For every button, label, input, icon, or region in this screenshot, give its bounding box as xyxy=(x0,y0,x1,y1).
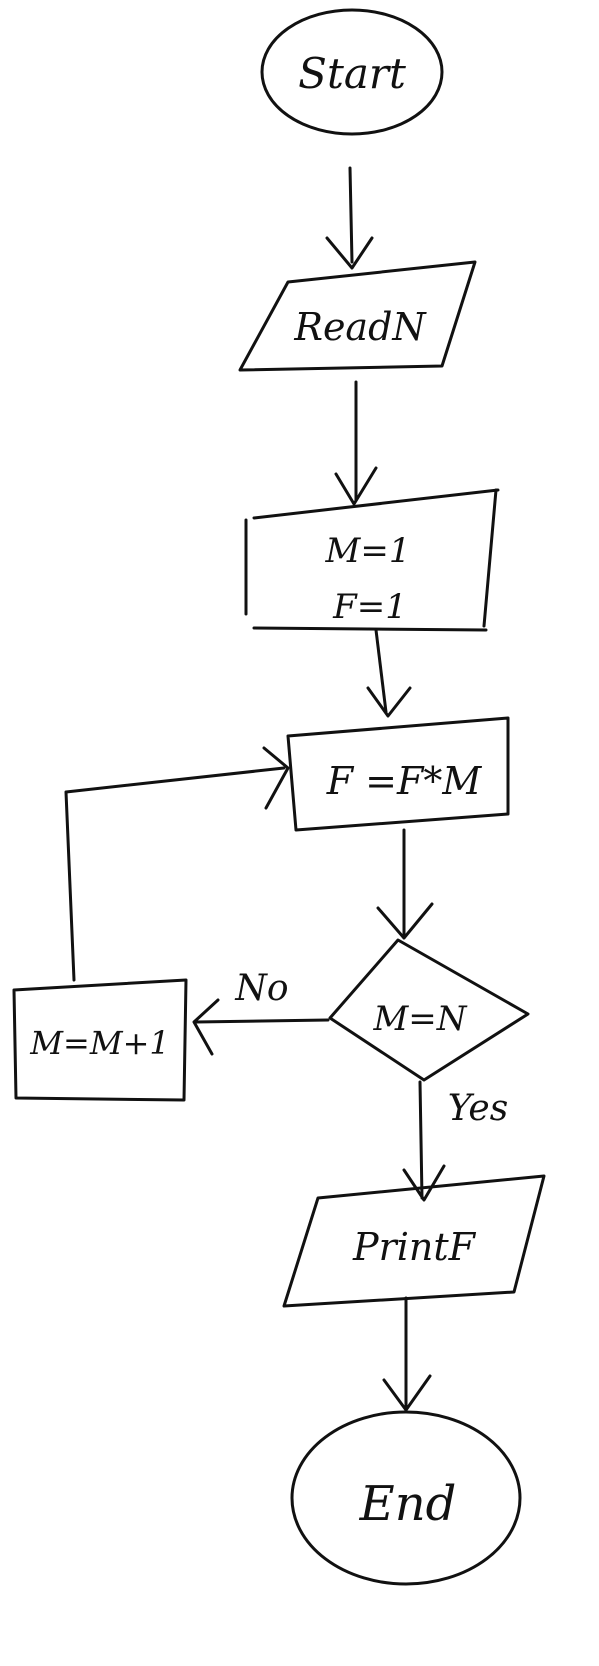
end-label: End xyxy=(359,1476,457,1532)
end-oval xyxy=(290,1410,522,1586)
arrow-init-to-multiply xyxy=(366,628,412,718)
print-node: PrintF xyxy=(282,1174,546,1308)
init-top-edge xyxy=(252,488,500,520)
multiply-box xyxy=(286,716,510,832)
arrow-yes-branch: Yes xyxy=(402,1080,508,1202)
init-f-label: F=1 xyxy=(332,587,407,627)
read-node: ReadN xyxy=(238,260,477,372)
read-label: ReadN xyxy=(293,305,427,349)
multiply-label: F =F*M xyxy=(326,759,483,803)
arrow-print-to-end xyxy=(382,1296,432,1412)
increment-box xyxy=(12,978,188,1102)
arrow-no-branch: No xyxy=(192,968,330,1056)
init-node: M=1 F=1 xyxy=(244,488,500,632)
start-node: Start xyxy=(260,8,444,136)
start-label: Start xyxy=(298,49,406,98)
no-label: No xyxy=(234,968,288,1009)
read-parallelogram xyxy=(238,260,477,372)
arrow-loop-back xyxy=(64,746,290,982)
increment-label: M=M+1 xyxy=(29,1024,170,1062)
end-node: End xyxy=(290,1410,522,1586)
increment-node: M=M+1 xyxy=(12,978,188,1102)
start-oval xyxy=(260,8,444,136)
arrow-multiply-to-decision xyxy=(376,828,434,940)
multiply-node: F =F*M xyxy=(286,716,510,832)
decision-node: M=N xyxy=(328,938,530,1082)
init-right-edge xyxy=(482,488,498,628)
decision-label: M=N xyxy=(372,999,467,1039)
print-parallelogram xyxy=(282,1174,546,1308)
init-m-label: M=1 xyxy=(325,531,411,571)
init-bottom-edge xyxy=(252,626,488,632)
arrow-read-to-init xyxy=(334,380,378,506)
yes-label: Yes xyxy=(448,1088,508,1129)
decision-diamond xyxy=(328,938,530,1082)
print-label: PrintF xyxy=(352,1225,477,1269)
arrow-start-to-read xyxy=(325,166,374,270)
